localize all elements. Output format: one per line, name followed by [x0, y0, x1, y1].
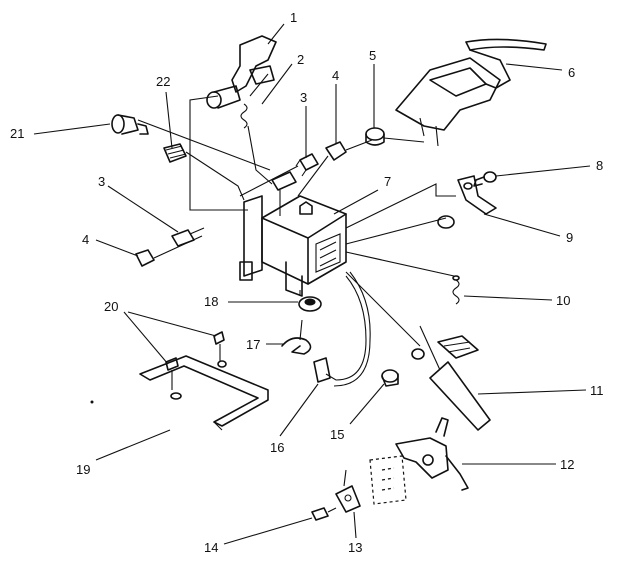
part-19-plate: [139, 355, 269, 431]
part-11-lever-arm: [411, 325, 491, 431]
leader-lines: [33, 23, 591, 545]
callout-15: 15: [330, 427, 344, 442]
part-17-clip: [281, 337, 312, 355]
part-3-screw-upper: [295, 153, 319, 177]
callout-4-upper: 4: [332, 68, 339, 83]
callout-20: 20: [104, 299, 118, 314]
callout-12: 12: [560, 457, 574, 472]
callout-5: 5: [369, 48, 376, 63]
part-2-spring: [240, 73, 269, 129]
callout-10: 10: [556, 293, 570, 308]
part-5-knob: [365, 127, 385, 146]
callout-21: 21: [10, 126, 24, 141]
part-4-nut-upper: [325, 141, 347, 161]
callout-3-lower: 3: [98, 174, 105, 189]
part-14-screw: [311, 507, 337, 521]
callout-14: 14: [204, 540, 218, 555]
callout-13: 13: [348, 540, 362, 555]
callout-11: 11: [590, 383, 604, 398]
callout-1: 1: [290, 10, 297, 25]
part-12-bracket: [395, 417, 469, 491]
callout-6: 6: [568, 65, 575, 80]
callout-22: 22: [156, 74, 170, 89]
part-20-screws: [165, 331, 227, 400]
part-22-fitting: [163, 143, 187, 163]
part-7-valve-body: [239, 171, 347, 297]
callout-8: 8: [596, 158, 603, 173]
callout-7: 7: [384, 174, 391, 189]
callout-19: 19: [76, 462, 90, 477]
part-8-screw: [473, 171, 497, 187]
part-15-bushing: [381, 369, 399, 387]
part-21-plug: [111, 114, 149, 135]
callout-3-upper: 3: [300, 90, 307, 105]
callout-16: 16: [270, 440, 284, 455]
callout-18: 18: [204, 294, 218, 309]
callout-17: 17: [246, 337, 260, 352]
speck-mark: [90, 400, 94, 404]
part-10-spring: [452, 275, 460, 305]
part-1-lever: [206, 35, 277, 109]
part-4-nut-lower: [135, 249, 155, 267]
callout-9: 9: [566, 230, 573, 245]
dashed-mounting-outline: [369, 455, 407, 505]
part-18-washer: [298, 296, 322, 312]
part-9-bracket: [437, 175, 497, 229]
callout-4-lower: 4: [82, 232, 89, 247]
part-16-thermocouple: [313, 271, 371, 387]
callout-2: 2: [297, 52, 304, 67]
part-6-housing: [395, 38, 547, 147]
callout-labels: 1 2 3 4 5 6 7 8 9 10 11 12 13 14 15 16 1…: [10, 10, 604, 555]
assembly-lines: [137, 95, 456, 347]
part-13-bracket: [335, 469, 361, 513]
